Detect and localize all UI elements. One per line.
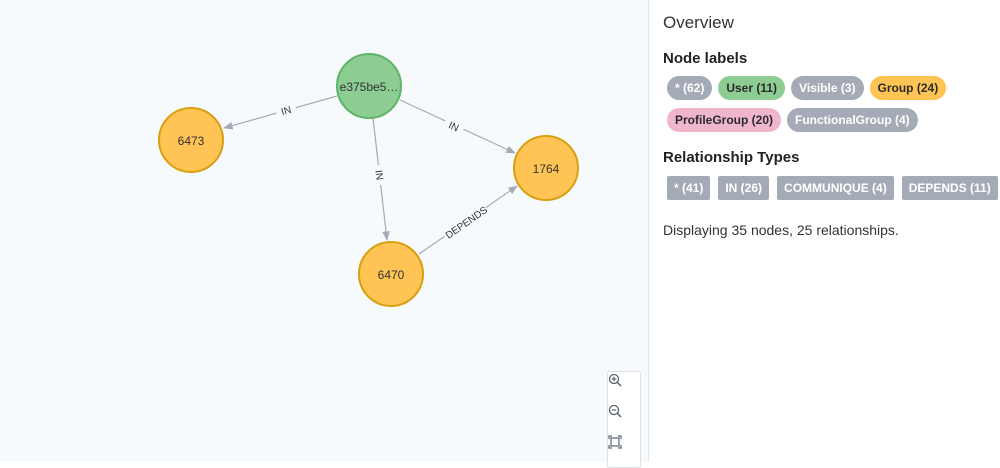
node-labels-row-1: * (62) User (11) Visible (3) Group (24) [663, 76, 1000, 100]
node-label-pill-visible[interactable]: Visible (3) [791, 76, 864, 100]
relationship-pill-all[interactable]: * (41) [667, 176, 711, 200]
graph-svg[interactable]: IN IN IN DEPENDS e375be5… 6473 [0, 0, 648, 462]
node-label-pill-profilegroup[interactable]: ProfileGroup (20) [667, 108, 782, 132]
node-group-6473[interactable]: 6473 [158, 107, 224, 173]
edge-label: IN [447, 120, 461, 134]
edge-in-1764[interactable]: IN [399, 99, 516, 154]
edge-label: IN [280, 105, 293, 118]
panel-title: Overview [663, 13, 734, 32]
node-circle [158, 107, 224, 173]
edge-in-6470[interactable]: IN [372, 117, 390, 241]
node-label-pill-functionalgroup[interactable]: FunctionalGroup (4) [787, 108, 918, 132]
zoom-controls [607, 371, 641, 468]
node-circle [336, 53, 402, 119]
zoom-in-icon [608, 373, 622, 387]
fit-to-screen-button[interactable] [608, 435, 640, 465]
zoom-out-button[interactable] [608, 404, 640, 434]
relationship-pill-depends[interactable]: DEPENDS (11) [901, 176, 998, 200]
node-label: 6470 [378, 268, 405, 282]
node-group-6470[interactable]: 6470 [358, 241, 424, 307]
zoom-in-button[interactable] [608, 373, 640, 403]
node-labels-title: Node labels [663, 50, 748, 67]
fit-to-screen-icon [608, 435, 622, 449]
relationship-types-row: * (41) IN (26) COMMUNIQUE (4) DEPENDS (1… [663, 176, 1000, 200]
edge-depends-1764[interactable]: DEPENDS [418, 185, 518, 255]
node-label-pill-all[interactable]: * (62) [667, 76, 713, 100]
relationship-pill-in[interactable]: IN (26) [718, 176, 770, 200]
node-group-1764[interactable]: 1764 [513, 135, 579, 201]
node-label: e375be5… [340, 80, 399, 94]
node-label-pill-user[interactable]: User (11) [718, 76, 786, 100]
node-label-pill-group[interactable]: Group (24) [869, 76, 947, 100]
relationship-types-title: Relationship Types [663, 149, 800, 166]
edge-label: IN [372, 170, 384, 181]
node-circle [513, 135, 579, 201]
graph-summary: Displaying 35 nodes, 25 relationships. [663, 222, 899, 238]
zoom-out-icon [608, 404, 622, 418]
node-circle [358, 241, 424, 307]
node-user[interactable]: e375be5… [336, 53, 402, 119]
node-labels-row-2: ProfileGroup (20) FunctionalGroup (4) [663, 108, 1000, 132]
overview-panel: Overview Node labels * (62) User (11) Vi… [648, 0, 1000, 462]
node-label: 6473 [178, 134, 205, 148]
relationship-pill-communique[interactable]: COMMUNIQUE (4) [777, 176, 894, 200]
graph-canvas[interactable]: IN IN IN DEPENDS e375be5… 6473 [0, 0, 648, 468]
edge-in-6473[interactable]: IN [223, 95, 338, 130]
edge-label: DEPENDS [444, 205, 490, 242]
node-label: 1764 [533, 162, 560, 176]
